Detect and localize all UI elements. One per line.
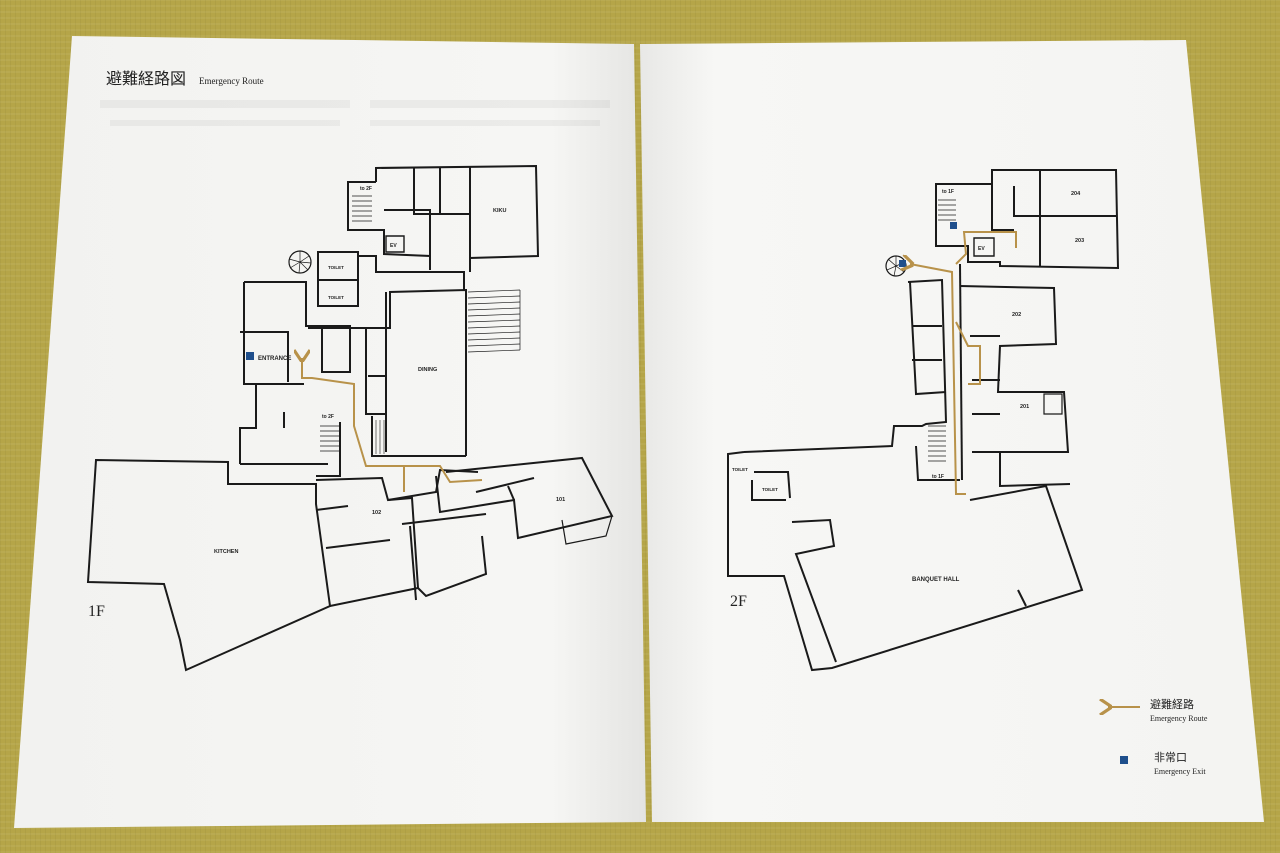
right-page — [640, 40, 1264, 822]
left-page — [14, 36, 646, 828]
label-203: 203 — [1075, 238, 1084, 244]
exit-legend-icon — [1120, 756, 1128, 764]
emergency-exit-icon — [899, 260, 906, 267]
label-stairs-1f-top: to 2F — [360, 186, 372, 192]
label-202: 202 — [1012, 312, 1021, 318]
title-jp: 避難経路図 — [106, 70, 186, 88]
floor-plan-1f — [86, 164, 614, 672]
label-204: 204 — [1071, 191, 1081, 197]
emergency-route-1f — [302, 358, 483, 492]
label-banquet: BANQUET HALL — [912, 577, 960, 583]
label-201: 201 — [1020, 404, 1029, 410]
label-101: 101 — [556, 497, 565, 503]
legend-route-jp: 避難経路 — [1150, 697, 1194, 711]
label-toilet-1: TOILET — [328, 265, 344, 270]
label-ev-1f: EV — [390, 243, 397, 249]
label-toilet-2: TOILET — [328, 295, 344, 300]
label-102: 102 — [372, 510, 381, 516]
legend-exit-en: Emergency Exit — [1154, 767, 1206, 776]
label-entrance: ENTRANCE — [258, 356, 291, 362]
label-kiku: KIKU — [493, 208, 506, 214]
label-dining: DINING — [418, 367, 437, 373]
emergency-route-2f-a — [910, 264, 966, 495]
label-stairs-2f-top: to 1F — [942, 189, 954, 195]
legend-route-en: Emergency Route — [1150, 714, 1208, 723]
label-stairs-2f-bottom: to 1F — [932, 474, 944, 480]
label-kitchen: KITCHEN — [214, 549, 238, 555]
legend-exit-jp: 非常口 — [1154, 751, 1187, 764]
floor-label-2f: 2F — [730, 593, 747, 610]
floor-plan-2f — [727, 169, 1120, 672]
show-through-text — [100, 100, 610, 126]
emergency-exit-icon — [246, 352, 254, 360]
emergency-exit-icon — [950, 222, 957, 229]
label-stairs-1f-mid: to 2F — [322, 414, 334, 420]
emergency-route-2f-b — [955, 231, 1017, 265]
label-ev-2f: EV — [978, 246, 985, 252]
floor-label-1f: 1F — [88, 603, 105, 620]
label-toilet-2f-a: TOILET — [732, 467, 748, 472]
title-en: Emergency Route — [199, 76, 264, 86]
legend: 避難経路 Emergency Route 非常口 Emergency Exit — [1108, 697, 1208, 776]
label-toilet-2f-b: TOILET — [762, 487, 778, 492]
emergency-route-2f-c — [955, 321, 981, 385]
